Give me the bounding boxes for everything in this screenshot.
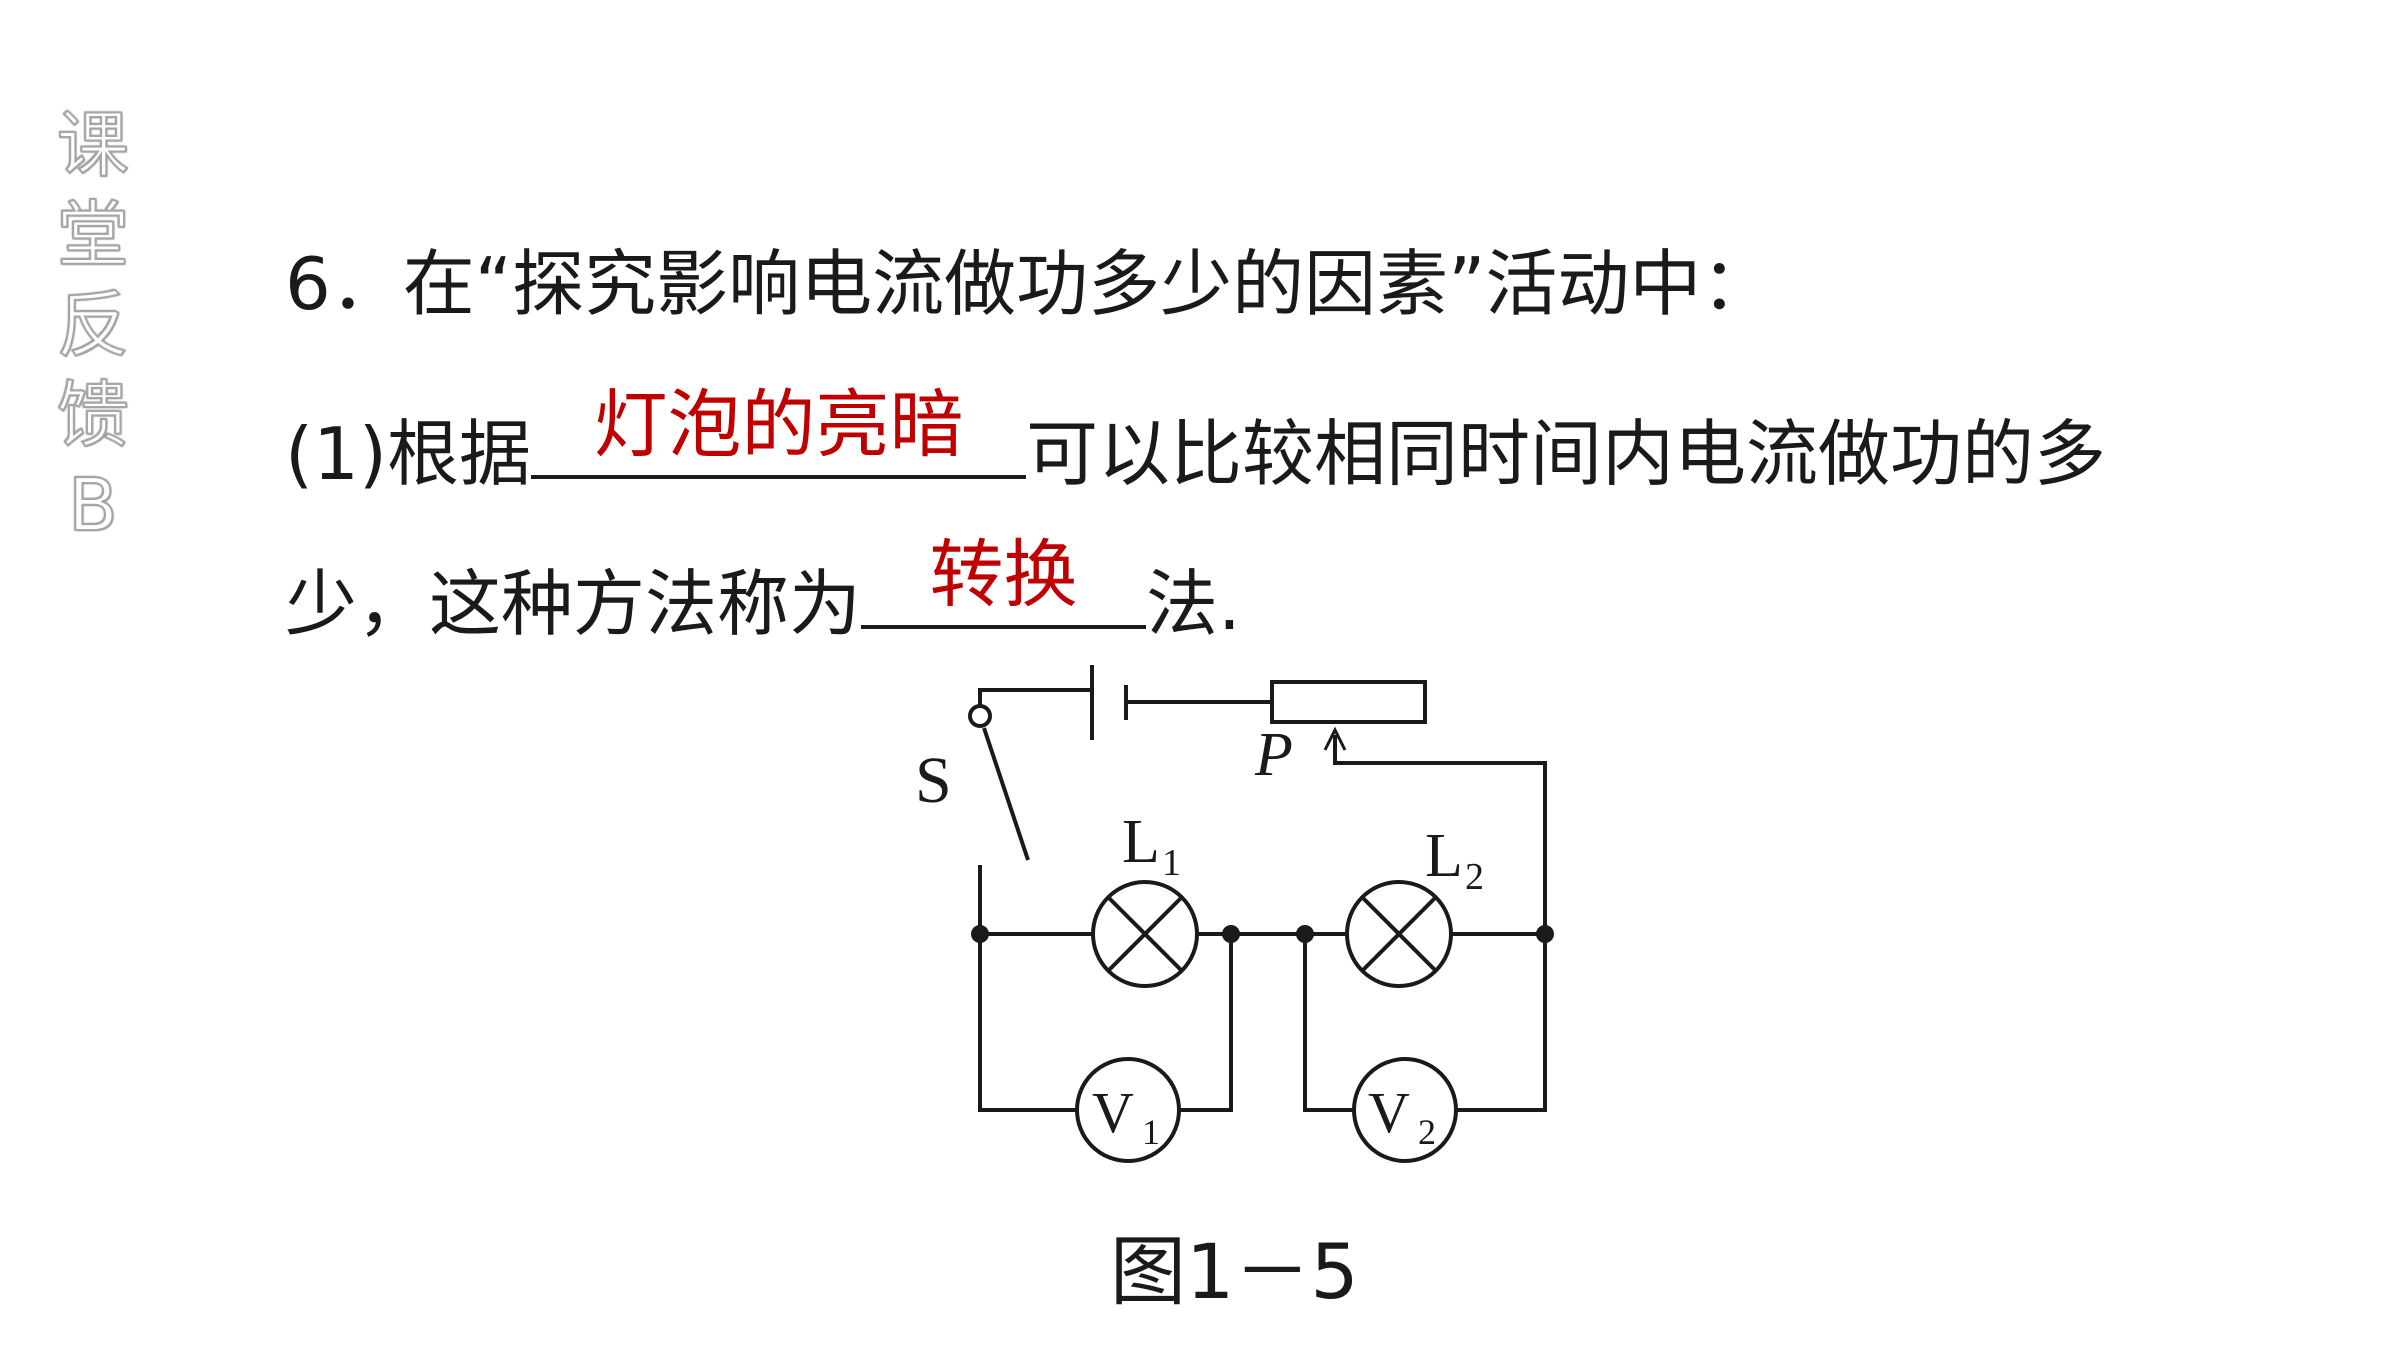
section-label: 课 堂 反 馈 B [48,100,138,550]
wire [978,688,1090,705]
voltmeter-v1-subscript: 1 [1142,1112,1160,1152]
section-label-char: 堂 [56,192,130,278]
question-text: 法. [1146,562,1241,646]
switch-blade [982,727,1030,861]
question-text: 可以比较相同时间内电流做功的多 [1026,412,2107,496]
question-line-2: (1)根据灯泡的亮暗可以比较相同时间内电流做功的多 [285,382,2107,500]
answer-blank-1: 灯泡的亮暗 [531,382,1026,479]
lamp-l1-label: L [1122,808,1160,876]
section-label-char: 反 [56,282,130,368]
rheostat [1270,680,1427,724]
wire [978,934,1077,1112]
section-label-char: 课 [56,102,130,188]
wire [1303,934,1354,1112]
junction-dot [1222,925,1240,943]
junction-dot [971,925,989,943]
slider-label: P [1254,721,1293,789]
answer-text-2: 转换 [929,532,1078,618]
question-line-1: 6．在“探究影响电流做功多少的因素”活动中： [285,242,1774,326]
junction-dot [1536,925,1554,943]
lamp-l2-subscript: 2 [1465,856,1484,898]
voltmeter-v2-subscript: 2 [1418,1112,1436,1152]
section-label-char: B [67,462,118,548]
slider-arrowhead [1323,726,1347,751]
lamp-l1-cross [1106,895,1184,973]
lamp-l1-subscript: 1 [1162,842,1181,884]
question-text: 少，这种方法称为 [285,562,862,646]
figure-caption: 图1－5 [1110,1227,1359,1316]
voltmeter-v1-label: V [1092,1080,1134,1145]
answer-text-1: 灯泡的亮暗 [593,382,964,468]
answer-blank-2: 转换 [861,532,1147,629]
section-label-char: 馈 [56,372,130,458]
wire [1333,758,1547,934]
circuit-diagram: S P L 1 L 2 V 1 V 2 [915,665,1554,1163]
lamp-l2-cross [1360,895,1438,973]
question-line-3: 少，这种方法称为转换法. [285,532,1241,650]
question-text: (1)根据 [285,412,531,496]
wire [1456,934,1547,1112]
lamp-l2-label: L [1425,822,1463,890]
switch-pivot [968,704,992,728]
junction-dot [1296,925,1314,943]
switch-label: S [915,744,952,817]
wire [1179,934,1233,1112]
voltmeter-v2-label: V [1368,1080,1410,1145]
